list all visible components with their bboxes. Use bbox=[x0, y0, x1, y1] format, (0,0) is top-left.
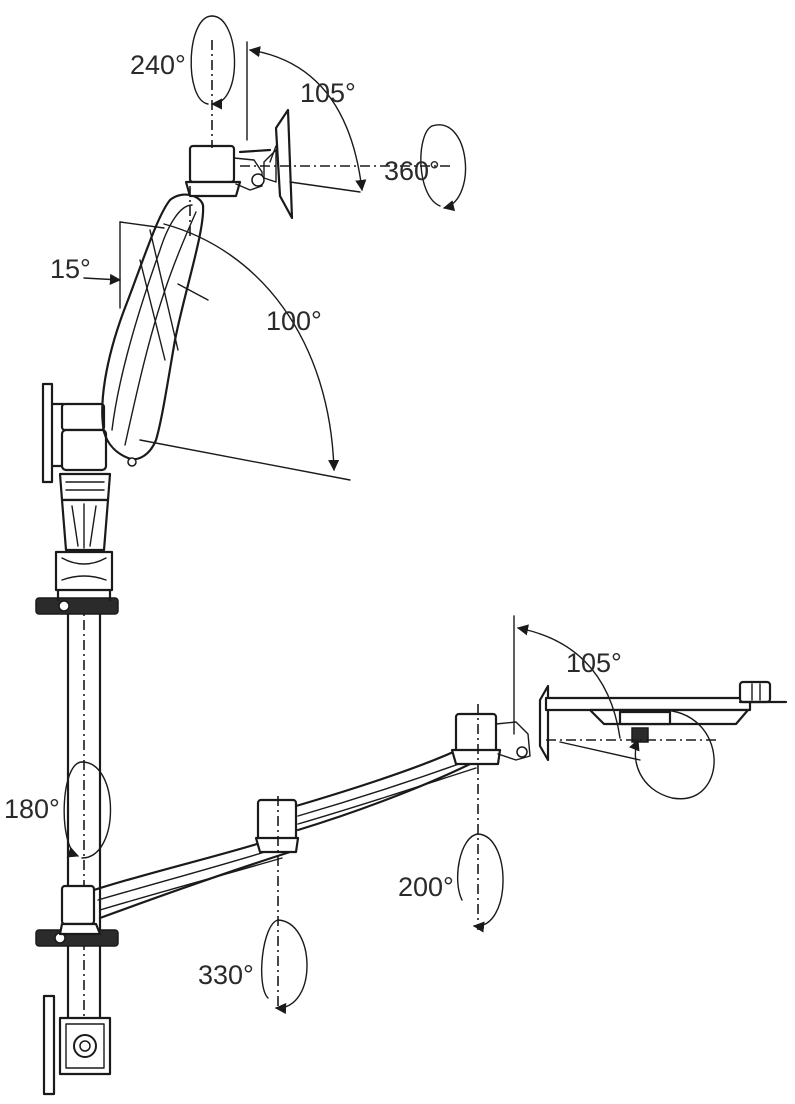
label-rotation-200: 200° bbox=[398, 872, 454, 902]
label-rotation-360: 360° bbox=[384, 156, 440, 186]
tray-rotation-arc bbox=[629, 709, 715, 800]
tilt-head-top bbox=[184, 144, 272, 198]
middle-joint-housing bbox=[254, 796, 300, 1008]
top-vesa-plate bbox=[263, 108, 294, 220]
label-tilt-105-top: 105° bbox=[300, 78, 356, 108]
tilt-15-indicator bbox=[83, 221, 165, 309]
upper-gas-spring-arm bbox=[101, 193, 205, 467]
rotation-180-arc bbox=[63, 761, 112, 859]
rotation-330-arc bbox=[261, 919, 308, 1015]
upper-mount-plate bbox=[41, 382, 66, 484]
label-rotation-180: 180° bbox=[4, 794, 60, 824]
top-reference-lines bbox=[189, 40, 450, 236]
upper-joint-housing bbox=[54, 402, 114, 602]
arm-100-arc bbox=[139, 223, 351, 481]
tilt-105-top-arc bbox=[248, 46, 367, 192]
wall-base-plate bbox=[42, 994, 112, 1096]
rotation-360-arc bbox=[420, 124, 467, 212]
label-rotation-330: 330° bbox=[198, 960, 254, 990]
label-rotation-240: 240° bbox=[130, 50, 186, 80]
label-tilt-105-bottom: 105° bbox=[566, 648, 622, 678]
rotation-240-arc bbox=[190, 15, 236, 110]
keyboard-tray bbox=[538, 680, 788, 762]
rotation-200-arc bbox=[456, 833, 504, 933]
label-tilt-15: 15° bbox=[50, 254, 91, 284]
tilt-105-bottom-arc bbox=[516, 624, 621, 739]
upper-pole-collar bbox=[35, 597, 119, 615]
mounting-pole bbox=[66, 600, 102, 1030]
end-joint-housing bbox=[450, 704, 531, 930]
lower-joint-housing bbox=[58, 884, 102, 936]
label-arm-100: 100° bbox=[266, 306, 322, 336]
